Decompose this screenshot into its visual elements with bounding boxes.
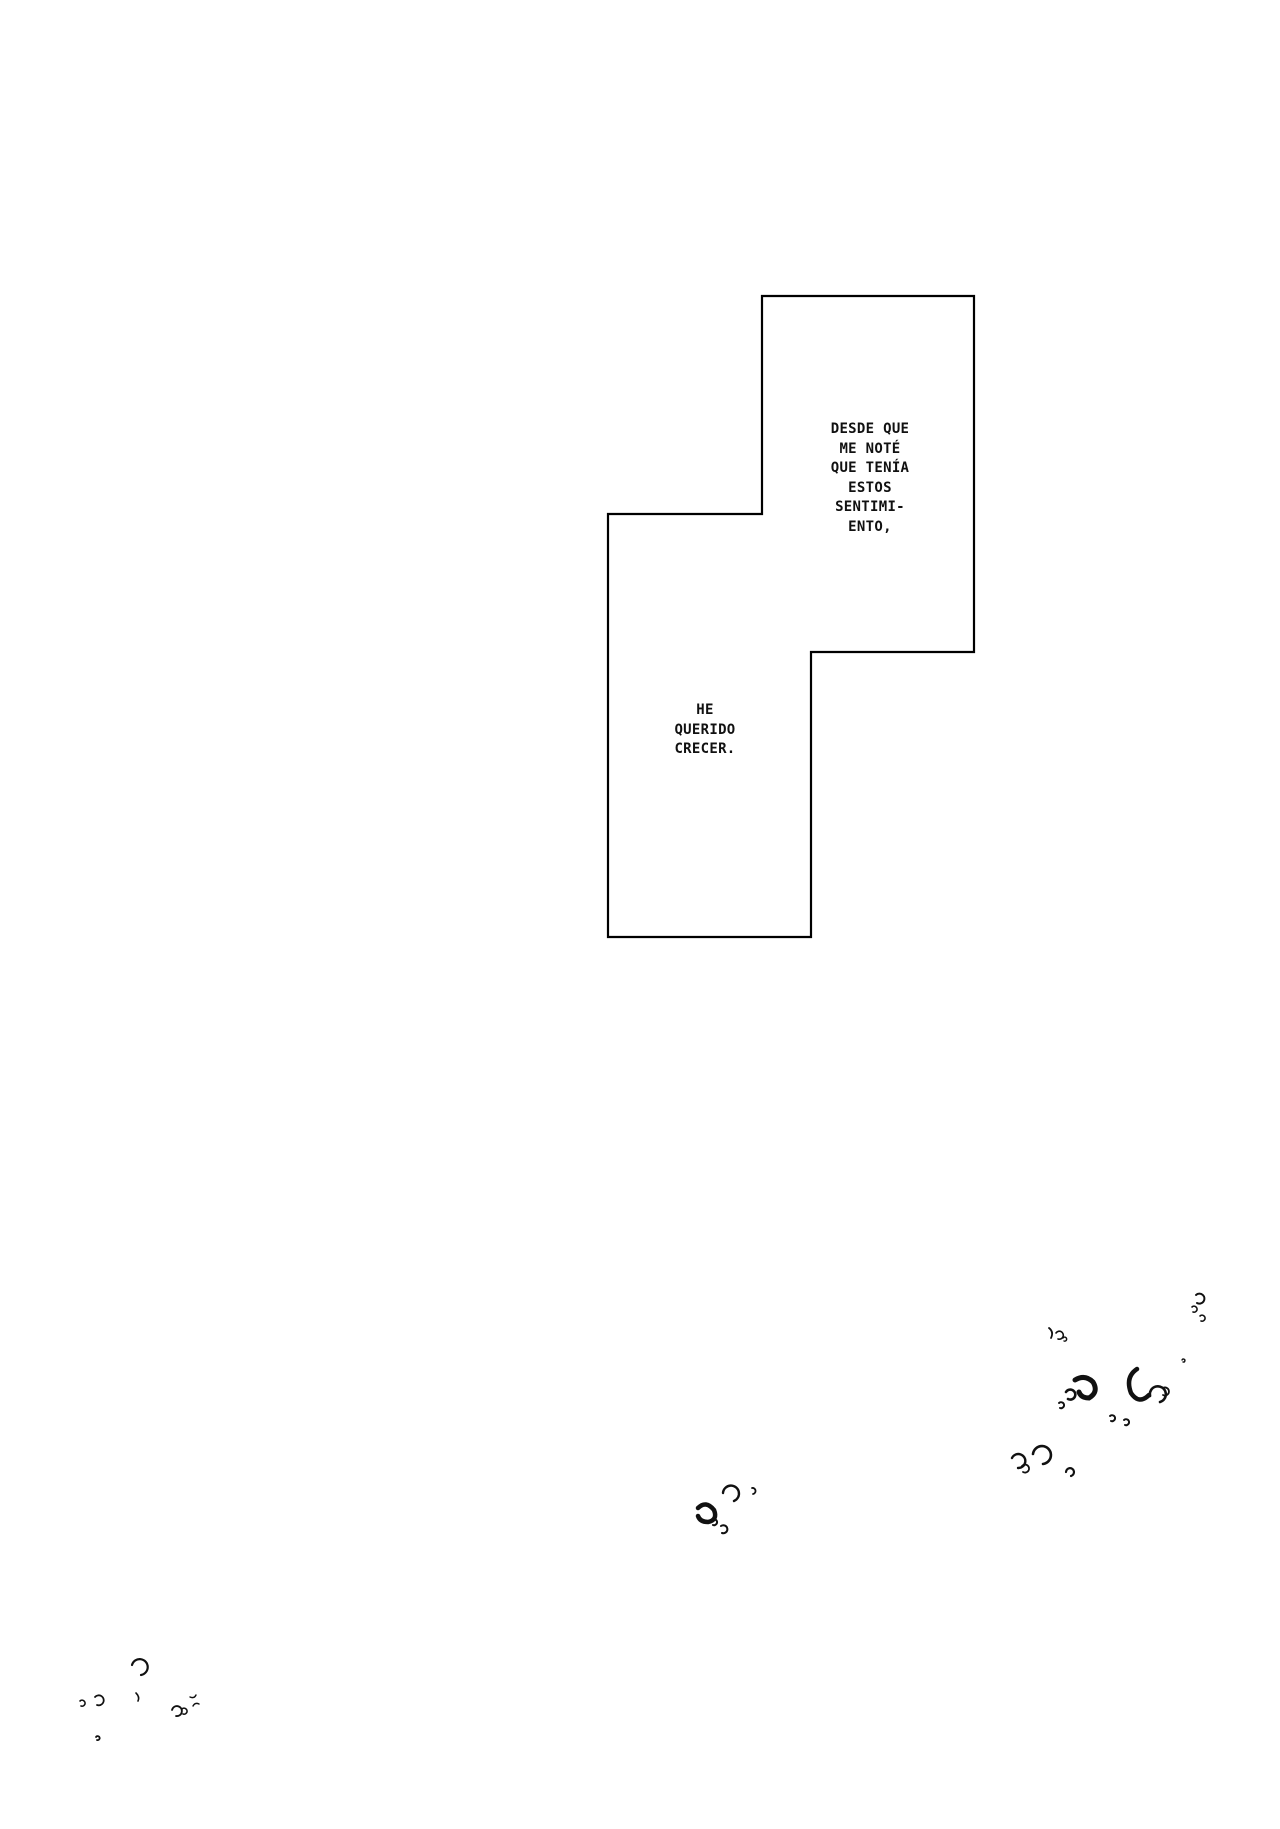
bubble-cluster-middle — [695, 1484, 757, 1535]
stepped-panel-border — [606, 294, 976, 939]
bubble-cluster-right — [1010, 1292, 1206, 1478]
caption-text-top: DESDE QUE ME NOTÉ QUE TENÍA ESTOS SENTIM… — [830, 421, 910, 535]
caption-text-bottom: HE QUERIDO CRECER. — [674, 702, 736, 757]
bubble-cluster-bottom-left — [79, 1658, 200, 1741]
